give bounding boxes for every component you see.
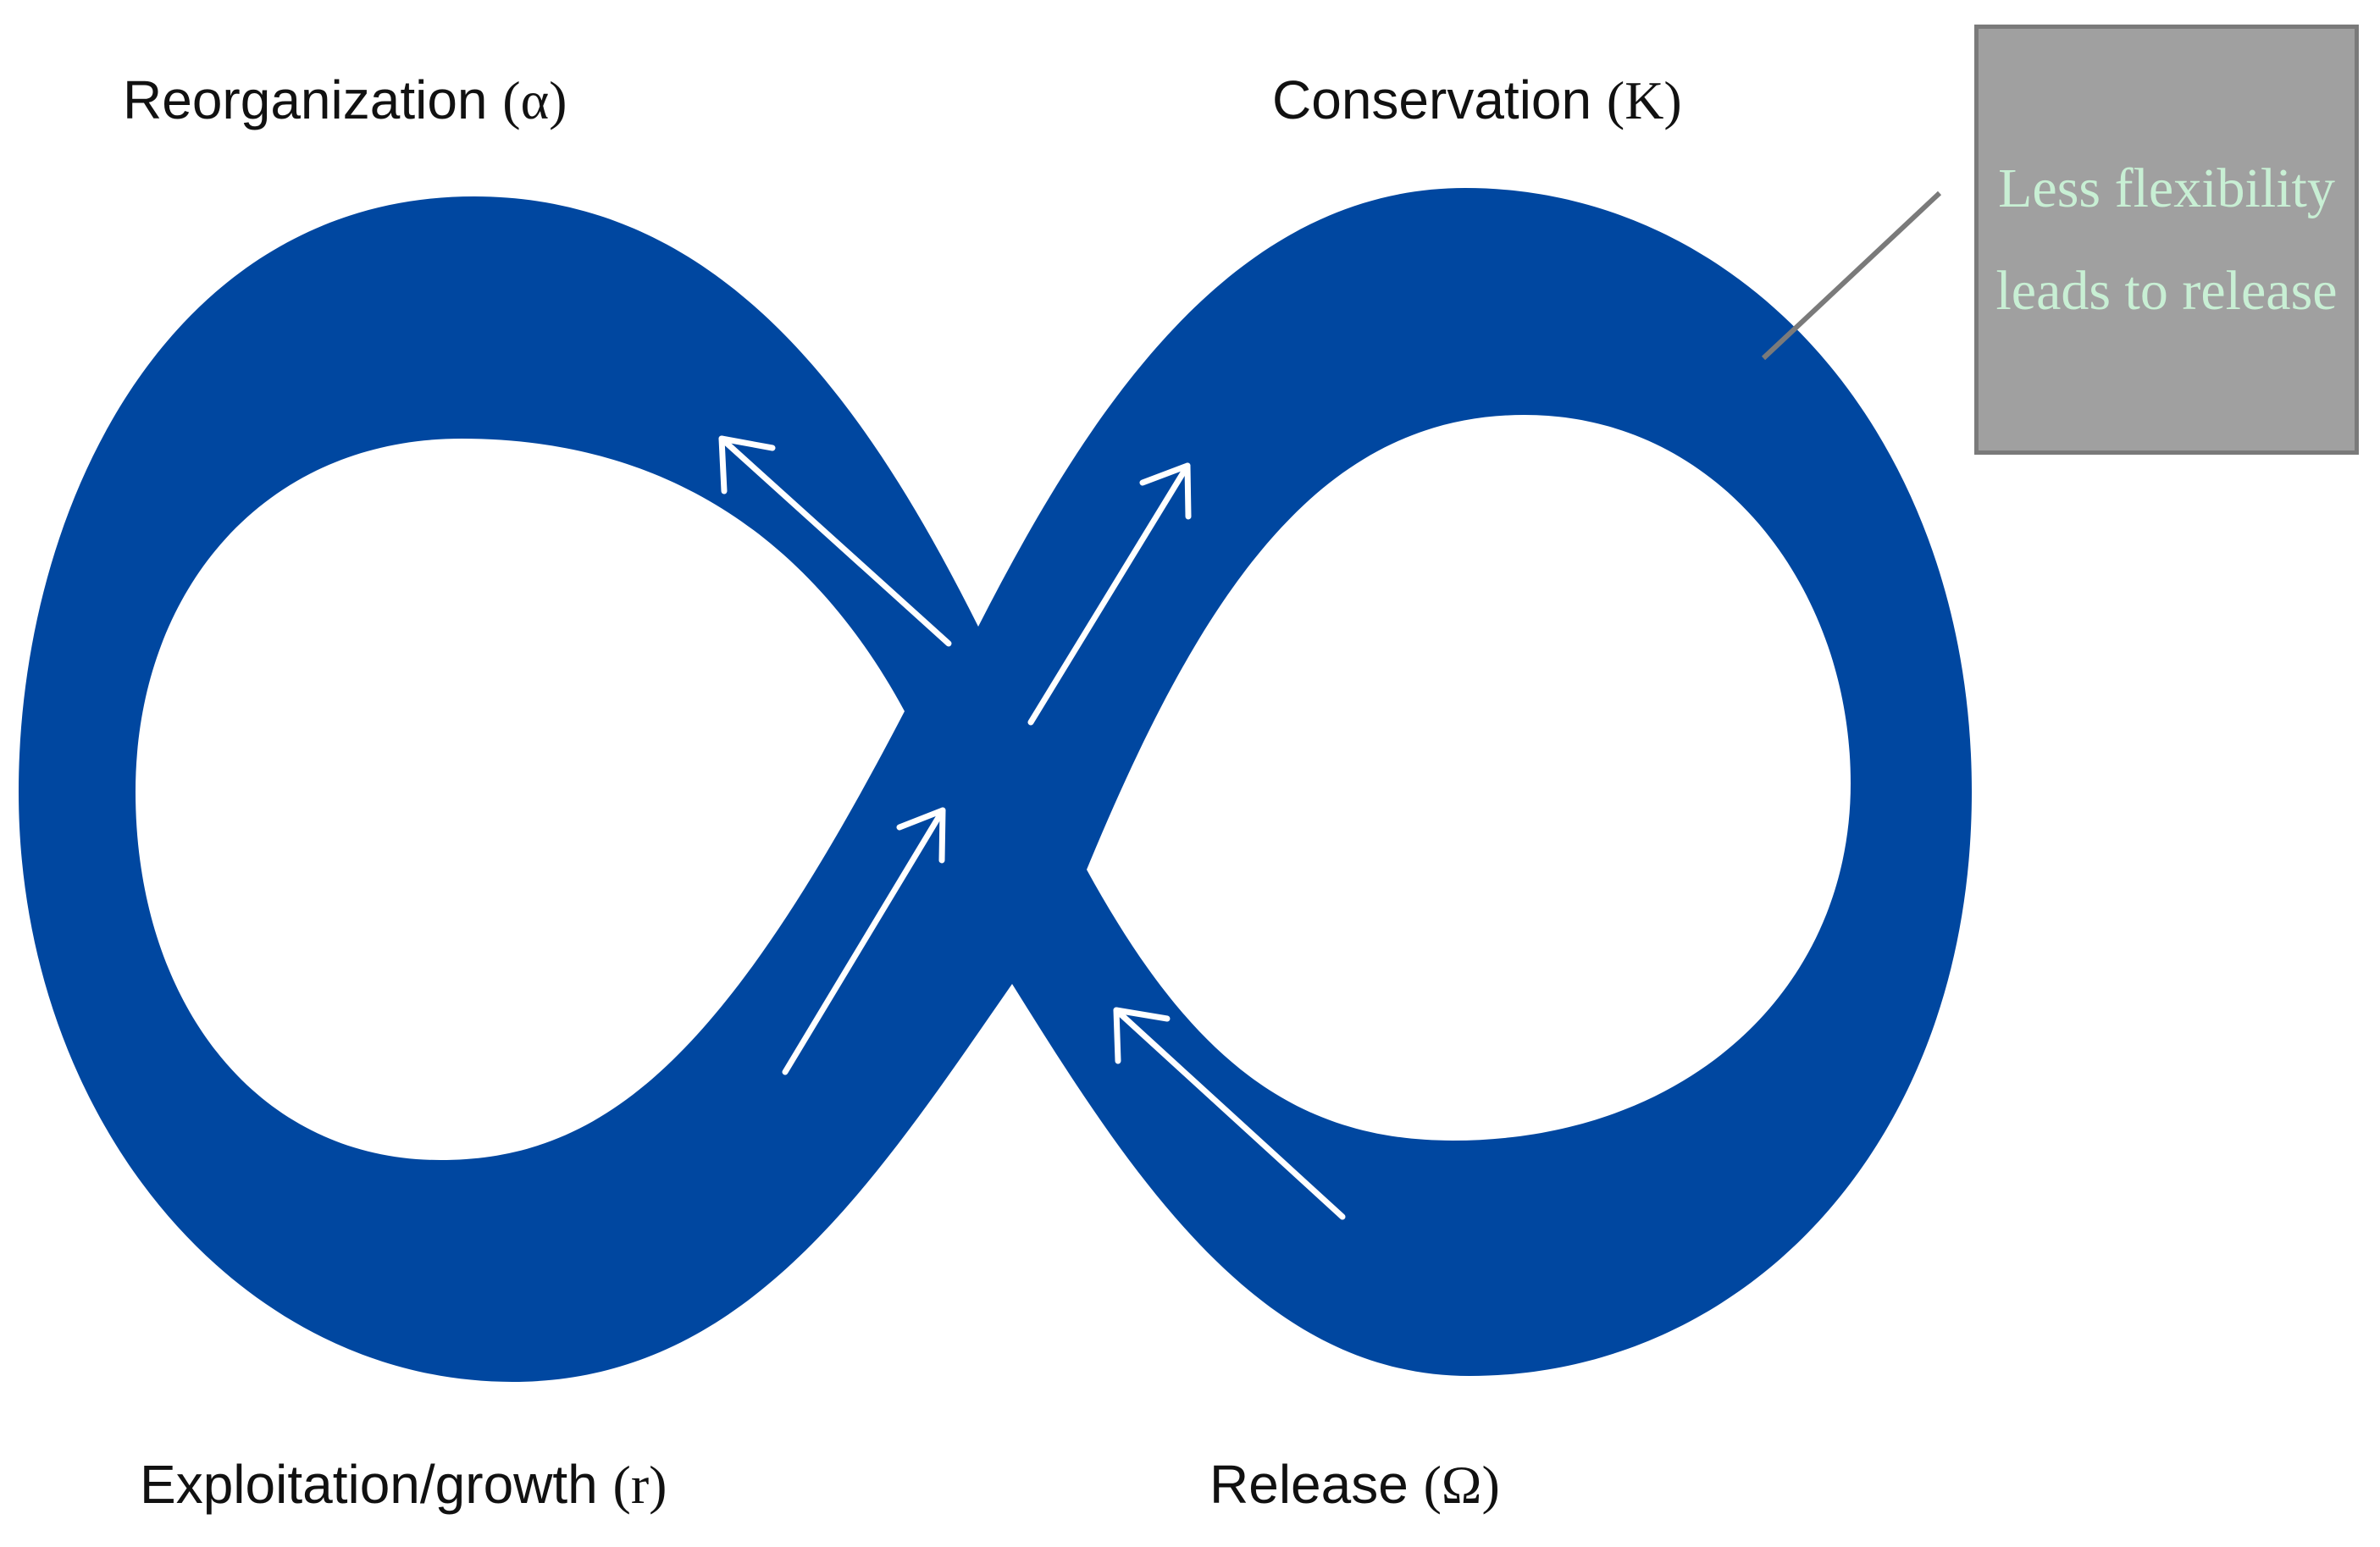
arrow-up-right-upper [1027,462,1192,726]
arrow-up-right-lower [782,807,946,1075]
callout-box: Less flexibility leads to release [1974,25,2359,455]
arrow-up-left-upper [718,435,952,647]
label-reorganization: Reorganization (α) [123,69,567,130]
label-exploitation: Exploitation/growth (r) [140,1454,667,1515]
callout-text: Less flexibility leads to release [1995,157,2338,322]
callout-leader-line [1761,191,1942,361]
infinity-loop [19,188,1972,1382]
cycle-arrows [718,435,1346,1220]
arrow-up-left-lower [1113,1007,1346,1220]
label-release: Release (Ω) [1209,1454,1500,1515]
label-conservation: Conservation (K) [1272,69,1682,130]
